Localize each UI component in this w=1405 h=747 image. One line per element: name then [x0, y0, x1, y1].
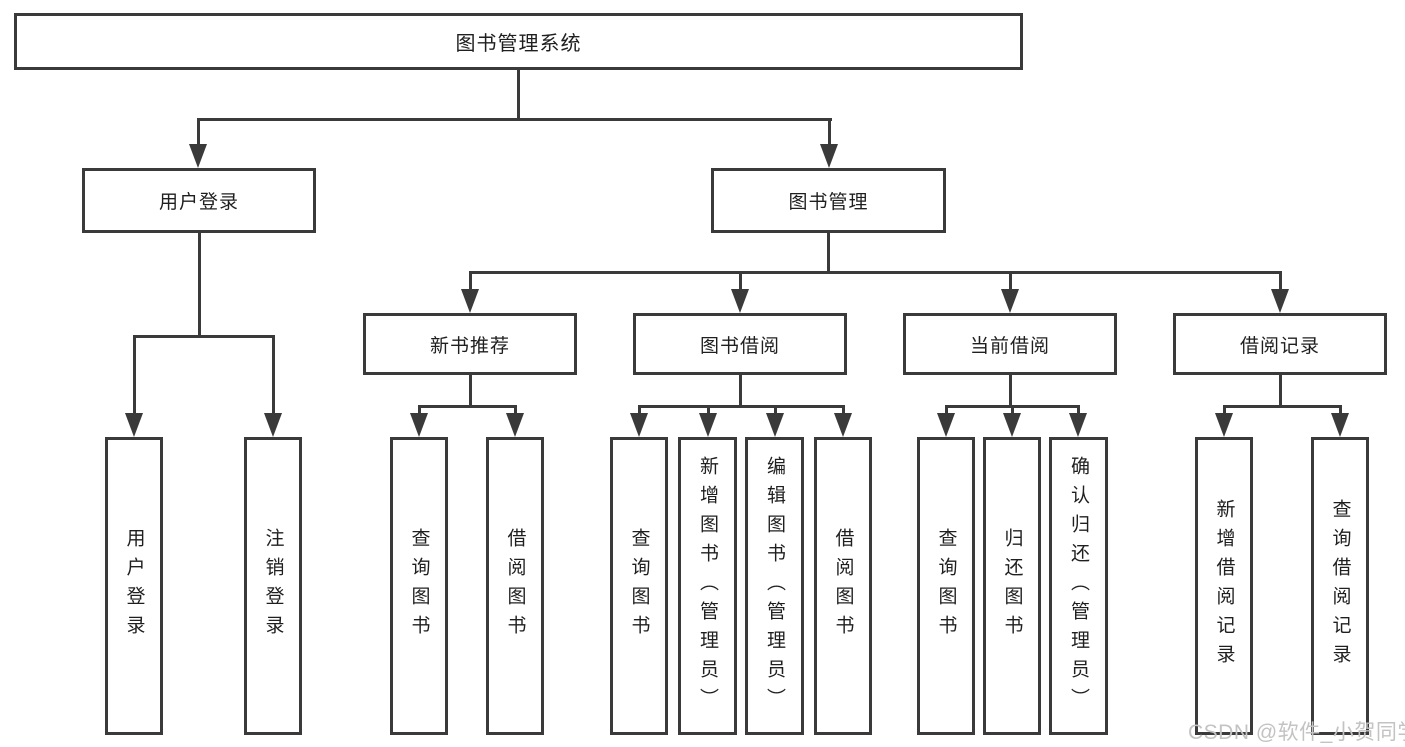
- node-user-login: 用户登录: [82, 168, 316, 233]
- connector-line: [1223, 405, 1342, 408]
- leaf-query-books-borrowing: 查询图书: [610, 437, 668, 735]
- arrow-down-icon: [1271, 289, 1289, 313]
- leaf-query-borrow-record: 查询借阅记录: [1311, 437, 1369, 735]
- arrow-down-icon: [264, 413, 282, 437]
- connector-line: [945, 405, 948, 415]
- leaf-user-login: 用户登录: [105, 437, 163, 735]
- arrow-down-icon: [410, 413, 428, 437]
- arrow-down-icon: [1331, 413, 1349, 437]
- node-current-borrowing: 当前借阅: [903, 313, 1117, 375]
- leaf-borrow-books: 借阅图书: [814, 437, 872, 735]
- connector-line: [133, 335, 275, 338]
- arrow-down-icon: [731, 289, 749, 313]
- connector-line: [469, 271, 472, 291]
- connector-line: [1009, 375, 1012, 408]
- connector-line: [707, 405, 710, 415]
- connector-line: [1223, 405, 1226, 415]
- connector-line: [517, 70, 520, 120]
- connector-line: [1279, 375, 1282, 408]
- connector-line: [197, 118, 200, 146]
- connector-line: [638, 405, 845, 408]
- connector-line: [418, 405, 421, 415]
- connector-line: [469, 271, 1282, 274]
- arrow-down-icon: [1069, 413, 1087, 437]
- connector-line: [514, 405, 517, 415]
- connector-line: [774, 405, 777, 415]
- connector-line: [828, 118, 831, 146]
- arrow-down-icon: [630, 413, 648, 437]
- connector-line: [739, 271, 742, 291]
- leaf-query-books-recommend: 查询图书: [390, 437, 448, 735]
- connector-line: [1279, 271, 1282, 291]
- connector-line: [1009, 271, 1012, 291]
- connector-line: [1011, 405, 1014, 415]
- arrow-down-icon: [189, 144, 207, 168]
- arrow-down-icon: [1001, 289, 1019, 313]
- node-library-management-system: 图书管理系统: [14, 13, 1023, 70]
- leaf-add-books-admin: 新增图书（管理员）: [678, 437, 737, 735]
- node-borrowing-records: 借阅记录: [1173, 313, 1387, 375]
- arrow-down-icon: [1003, 413, 1021, 437]
- leaf-borrow-books-recommend: 借阅图书: [486, 437, 544, 735]
- connector-line: [197, 118, 832, 121]
- node-book-borrowing: 图书借阅: [633, 313, 847, 375]
- csdn-watermark: CSDN @软件_小贺同学: [1188, 721, 1405, 744]
- connector-line: [272, 335, 275, 415]
- node-new-book-recommend: 新书推荐: [363, 313, 577, 375]
- arrow-down-icon: [937, 413, 955, 437]
- arrow-down-icon: [1215, 413, 1233, 437]
- connector-line: [198, 233, 201, 338]
- arrow-down-icon: [125, 413, 143, 437]
- connector-line: [842, 405, 845, 415]
- leaf-add-borrow-record: 新增借阅记录: [1195, 437, 1253, 735]
- connector-line: [1077, 405, 1080, 415]
- arrow-down-icon: [461, 289, 479, 313]
- connector-line: [638, 405, 641, 415]
- connector-line: [1339, 405, 1342, 415]
- arrow-down-icon: [820, 144, 838, 168]
- arrow-down-icon: [766, 413, 784, 437]
- arrow-down-icon: [506, 413, 524, 437]
- leaf-return-books: 归还图书: [983, 437, 1041, 735]
- connector-line: [418, 405, 517, 408]
- arrow-down-icon: [834, 413, 852, 437]
- connector-line: [469, 375, 472, 408]
- connector-line: [827, 233, 830, 274]
- leaf-query-books-current: 查询图书: [917, 437, 975, 735]
- leaf-edit-books-admin: 编辑图书（管理员）: [745, 437, 804, 735]
- connector-line: [739, 375, 742, 408]
- connector-line: [133, 335, 136, 415]
- arrow-down-icon: [699, 413, 717, 437]
- leaf-confirm-return-admin: 确认归还（管理员）: [1049, 437, 1108, 735]
- leaf-logout: 注销登录: [244, 437, 302, 735]
- node-book-management: 图书管理: [711, 168, 946, 233]
